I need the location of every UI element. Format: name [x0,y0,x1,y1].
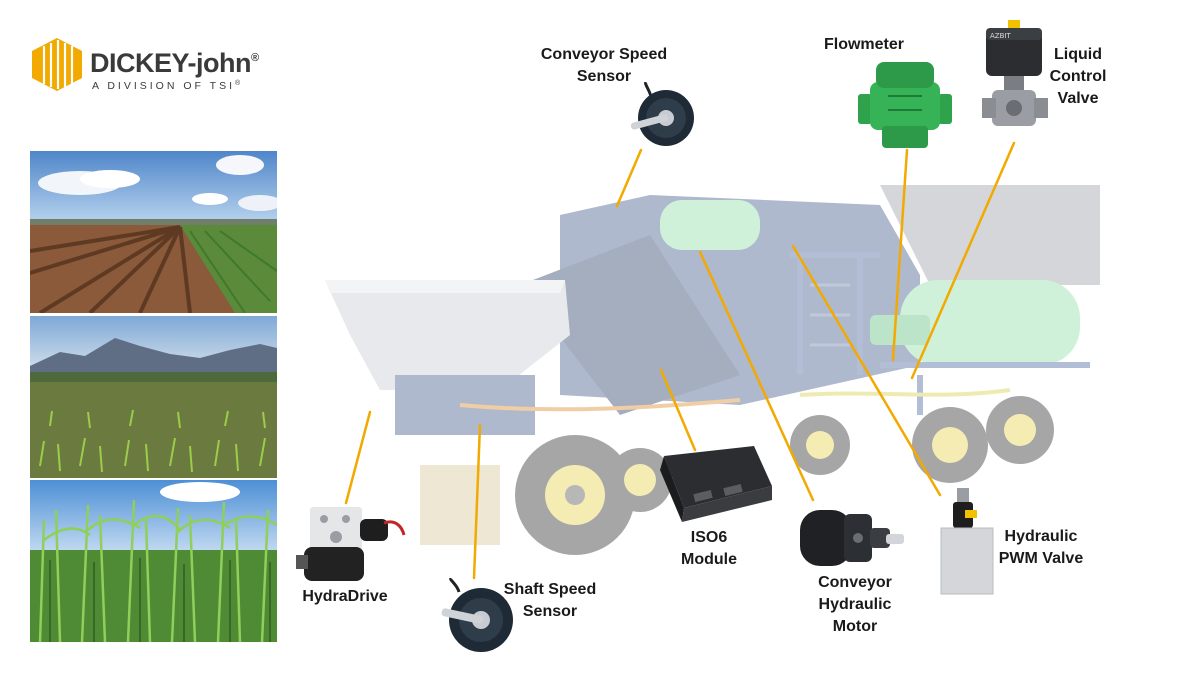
flowmeter-icon [858,62,952,148]
photo-field-sprouting-mountains [30,316,277,478]
conveyor-speed-sensor-icon [630,82,694,146]
photo-field-mature-cane [30,480,277,642]
leader-conveyor-hydraulic-motor [698,250,815,502]
logo-mark-icon [32,38,82,91]
leader-iso6-module [659,368,697,452]
brand-subtitle: A DIVISION OF TSI® [92,80,244,92]
label-liquid-control-valve: Liquid Control Valve [1049,46,1107,107]
svg-text:AZBIT: AZBIT [990,32,1011,40]
leader-hydradrive [344,410,372,505]
label-conveyor-speed-sensor: Conveyor Speed Sensor [540,46,668,85]
label-flowmeter: Flowmeter [823,36,904,53]
label-hydraulic-pwm-valve: Hydraulic PWM Valve [998,528,1084,567]
label-hydradrive: HydraDrive [302,588,388,605]
label-iso6-module: ISO6 Module [681,529,737,568]
planter-machine-illustration [325,185,1100,555]
leader-liquid-control-valve [910,141,1016,380]
leader-conveyor-speed-sensor [615,148,643,208]
hydraulic-motor-icon [800,510,904,566]
shaft-speed-sensor-icon [441,578,513,652]
leader-hydraulic-pwm-valve [791,244,942,497]
photo-field-young-rows [30,151,277,313]
hydradrive-icon [296,507,406,581]
iso-module-icon [660,446,772,522]
label-conveyor-hydraulic-motor: Conveyor Hydraulic Motor [818,574,892,635]
leader-shaft-speed-sensor [472,423,482,580]
brand-logo [30,36,290,96]
brand-name: DICKEY-john® [90,48,259,78]
control-valve-icon: AZBIT [982,20,1048,126]
leader-flowmeter [891,148,909,362]
pwm-valve-icon [940,488,994,595]
label-shaft-speed-sensor: Shaft Speed Sensor [503,581,597,620]
